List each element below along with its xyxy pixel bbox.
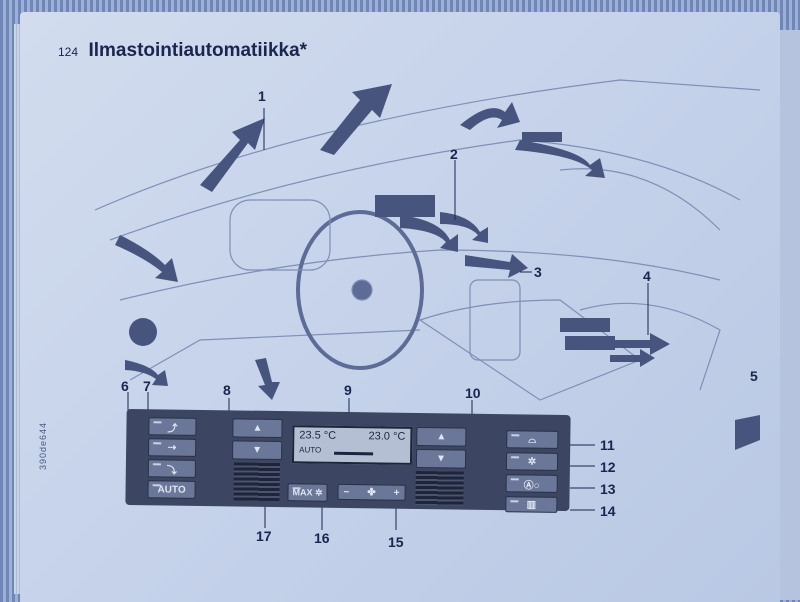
air-distribution-upper-button[interactable]: ⤴ bbox=[148, 417, 197, 436]
auto-button[interactable]: AUTO bbox=[147, 480, 196, 499]
fan-increase[interactable]: + bbox=[393, 487, 400, 499]
air-middle-icon: ⇢ bbox=[167, 441, 177, 454]
callout-5: 5 bbox=[750, 368, 758, 384]
recirculation-icon: ✲ bbox=[527, 456, 537, 468]
rear-defrost-button[interactable]: ▥ bbox=[505, 496, 558, 513]
callout-6: 6 bbox=[121, 378, 129, 394]
arrow-up-icon: ▲ bbox=[252, 422, 263, 434]
callout-1: 1 bbox=[258, 88, 266, 104]
left-temp-up-button[interactable]: ▲ bbox=[232, 418, 283, 439]
page-header: 124 Ilmastointiautomatiikka* bbox=[58, 40, 307, 62]
fan-icon: ✤ bbox=[367, 486, 376, 498]
page-title: Ilmastointiautomatiikka* bbox=[88, 40, 308, 61]
air-distribution-middle-button[interactable]: ⇢ bbox=[148, 438, 197, 457]
lcd-display: 23.5 °C 23.0 °C AUTO bbox=[291, 425, 413, 465]
page-number: 124 bbox=[58, 45, 79, 59]
callout-7: 7 bbox=[143, 378, 151, 394]
callout-16: 16 bbox=[314, 530, 330, 546]
right-temperature: 23.0 °C bbox=[368, 430, 406, 443]
arrow-down-icon: ▼ bbox=[435, 453, 447, 465]
fan-decrease[interactable]: − bbox=[343, 486, 350, 498]
right-temp-down-button[interactable]: ▼ bbox=[415, 448, 467, 469]
callout-12: 12 bbox=[600, 459, 616, 475]
windshield-defrost-icon: ⌓ bbox=[528, 434, 537, 446]
callout-3: 3 bbox=[534, 264, 542, 280]
auto-label: AUTO bbox=[157, 483, 186, 496]
airflow-arrows bbox=[115, 84, 760, 450]
arrow-up-icon: ▲ bbox=[436, 431, 447, 443]
fan-level-bar bbox=[334, 451, 373, 456]
air-footwell-icon: ⤵ bbox=[166, 464, 177, 477]
air-upper-icon: ⤴ bbox=[167, 422, 178, 435]
mode-indicator: AUTO bbox=[299, 445, 322, 455]
arrow-down-icon: ▼ bbox=[252, 444, 263, 456]
right-temp-up-button[interactable]: ▲ bbox=[416, 426, 467, 447]
rear-window-heater-icon: ▥ bbox=[526, 498, 537, 511]
defrost-button[interactable]: ⌓ bbox=[506, 430, 559, 449]
max-cooling-button[interactable]: MAX ✲ bbox=[287, 483, 328, 502]
left-vent-grille bbox=[233, 462, 280, 502]
callout-14: 14 bbox=[600, 503, 616, 519]
left-temp-down-button[interactable]: ▼ bbox=[231, 440, 283, 461]
callout-9: 9 bbox=[344, 382, 352, 398]
ac-icon: Ⓐ○ bbox=[523, 479, 540, 492]
fan-speed-control[interactable]: − ✤ + bbox=[337, 483, 406, 501]
callout-10: 10 bbox=[465, 385, 481, 401]
air-distribution-footwell-button[interactable]: ⤵ bbox=[147, 459, 196, 478]
right-vent-grille bbox=[415, 470, 464, 506]
climate-control-panel: ⤴ ⇢ ⤵ AUTO ▲ ▼ 23.5 °C 23.0 °C AUTO MAX … bbox=[125, 408, 571, 513]
snowflake-icon: ✲ bbox=[314, 487, 323, 498]
callout-4: 4 bbox=[643, 268, 651, 284]
callout-2: 2 bbox=[450, 146, 458, 162]
recirculation-button[interactable]: ✲ bbox=[505, 452, 559, 471]
callout-8: 8 bbox=[223, 382, 231, 398]
figure-code: 390de644 bbox=[38, 421, 48, 470]
callout-17: 17 bbox=[256, 528, 272, 544]
ac-recirc-auto-button[interactable]: Ⓐ○ bbox=[505, 474, 558, 493]
callout-11: 11 bbox=[600, 437, 615, 453]
callout-13: 13 bbox=[600, 481, 616, 497]
left-temperature: 23.5 °C bbox=[299, 429, 337, 442]
callout-15: 15 bbox=[388, 534, 404, 550]
